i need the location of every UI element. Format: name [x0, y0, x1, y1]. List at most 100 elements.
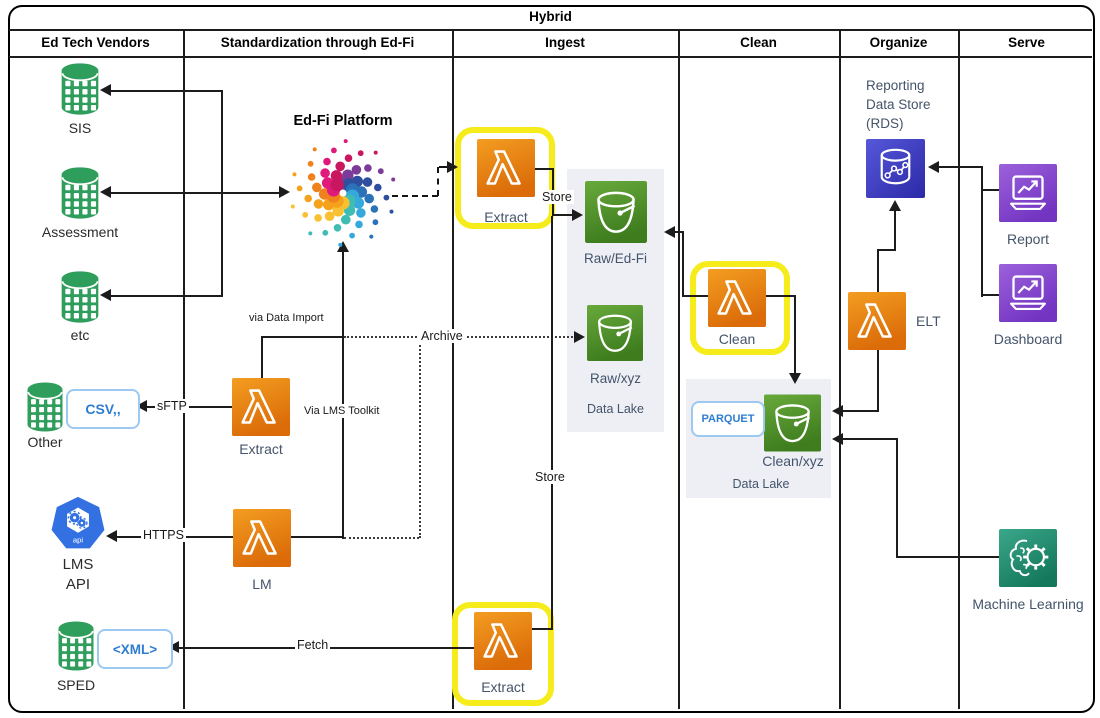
edfi-platform-logo: [290, 139, 396, 247]
connector-clean-write-v: [794, 297, 796, 379]
lms-label: LMS: [62, 556, 94, 573]
connector-elt-up-v1: [894, 210, 896, 251]
connector-clean-read-h2: [684, 295, 708, 297]
connector-archive-dotted-h2: [344, 537, 419, 539]
extract-bottom-label: Extract: [481, 679, 525, 695]
connector-sis: [110, 90, 221, 92]
dashboard-icon: [999, 264, 1057, 322]
arrowhead-to-edfi-bottom: [337, 241, 349, 252]
arrowhead-to-edfi-platform: [279, 186, 290, 198]
lane-header-standardization: Standardization through Ed-Fi: [220, 35, 415, 50]
xml-badge: <XML>: [97, 629, 173, 669]
connector-sftp: [146, 406, 232, 408]
via-lms-toolkit-label: Via LMS Toolkit: [302, 404, 382, 418]
arrowhead-to-sis: [100, 84, 111, 96]
lane-header-ingest: Ingest: [545, 35, 585, 50]
other-label: Other: [27, 434, 63, 450]
arrowhead-to-etc: [100, 289, 111, 301]
connector-elt-up-v2: [877, 251, 879, 293]
lane-divider-5: [958, 29, 960, 709]
data-lake-raw-label: Data Lake: [587, 402, 644, 416]
arrowhead-to-rds-bottom: [889, 200, 901, 211]
sped-label: SPED: [56, 677, 96, 693]
rds-icon: [866, 139, 925, 198]
connector-etc: [110, 295, 221, 297]
arrowhead-elt-to-clean-xyz: [832, 405, 843, 417]
raw-edfi-label: Raw/Ed-Fi: [583, 251, 647, 266]
arrowhead-to-ingest-extract: [447, 161, 458, 173]
connector-elt-down-h: [842, 410, 879, 412]
lane-divider-4: [839, 29, 841, 709]
connector-dashboard-stub: [983, 294, 999, 296]
connector-edfi-extract-dashed-3: [439, 166, 451, 168]
connector-clean-write-h: [766, 295, 796, 297]
connector-serve-collector: [981, 166, 983, 297]
lms-api-icon: [48, 494, 108, 554]
lane-header-clean: Clean: [740, 35, 777, 50]
arrowhead-to-csv: [136, 400, 147, 412]
clean-lambda-icon: [708, 269, 766, 327]
highlight-clean: [690, 261, 790, 355]
arrowhead-to-assessment: [100, 186, 111, 198]
connector-extract-riser-v: [261, 336, 263, 378]
arrowhead-to-raw-xyz: [574, 331, 585, 343]
connector-store-h1: [535, 168, 554, 170]
connector-elt-up-h: [877, 249, 896, 251]
etc-database-icon: [58, 270, 102, 324]
arrowhead-to-rds-right: [928, 161, 939, 173]
connector-edfi-extract-dashed-2: [437, 167, 439, 196]
api-label: API: [65, 576, 91, 593]
lane-divider-1: [183, 29, 185, 709]
raw-edfi-bucket-icon: [585, 181, 647, 243]
report-icon: [999, 164, 1057, 222]
diagram-title: Hybrid: [529, 9, 572, 24]
arrowhead-to-raw-lake: [664, 226, 675, 238]
connector-store-h2: [554, 214, 572, 216]
clean-lambda-label: Clean: [718, 331, 756, 347]
arrowhead-to-lms-api: [106, 530, 117, 542]
arrowhead-ml-to-clean-xyz: [832, 433, 843, 445]
extract-lambda-icon-ingest-bottom: [474, 612, 532, 670]
raw-xyz-label: Raw/xyz: [589, 371, 641, 386]
lm-label: LM: [252, 576, 272, 592]
rds-title: Reporting Data Store (RDS): [866, 78, 931, 131]
connector-data-import-vertical: [342, 251, 344, 539]
parquet-badge: PARQUET: [691, 401, 765, 437]
arrowhead-to-xml: [168, 641, 179, 653]
arrowhead-to-raw-edfi: [572, 209, 583, 221]
connector-report-stub: [983, 189, 999, 191]
diagram-border: [8, 5, 1095, 713]
highlight-extract-bottom: [452, 602, 554, 706]
machine-learning-label: Machine Learning: [972, 596, 1084, 612]
connector-ml-h1: [897, 556, 999, 558]
connector-store-bottom-stub: [532, 628, 553, 630]
lm-lambda-icon: [233, 509, 291, 567]
raw-xyz-bucket-icon: [587, 304, 643, 362]
lane-divider-2: [452, 29, 454, 709]
assessment-label: Assessment: [41, 224, 119, 240]
https-label: HTTPS: [141, 528, 186, 542]
arrowhead-to-clean-xyz-top: [789, 373, 801, 384]
lane-header-serve: Serve: [1008, 35, 1045, 50]
connector-clean-read-v: [682, 231, 684, 297]
connector-store-long-vertical: [551, 216, 553, 630]
sis-label: SIS: [68, 120, 92, 136]
assessment-database-icon: [58, 166, 102, 220]
connector-ml-h2: [842, 438, 898, 440]
connector-ml-v: [896, 438, 898, 558]
connector-vendor-collector: [221, 90, 223, 297]
title-separator: [9, 29, 1092, 31]
extract-lambda-icon-standardization: [232, 378, 290, 436]
clean-xyz-bucket-icon: [764, 394, 821, 452]
elt-lambda-icon: [848, 292, 906, 350]
other-database-icon: [24, 381, 66, 433]
sped-database-icon: [55, 620, 97, 672]
elt-label: ELT: [916, 313, 941, 329]
lane-divider-3: [678, 29, 680, 709]
lane-header-ed-tech-vendors: Ed Tech Vendors: [41, 35, 150, 50]
extract-label-standardization: Extract: [239, 441, 283, 457]
connector-assessment-edfi: [110, 192, 286, 194]
connector-archive-dotted-v: [419, 338, 421, 538]
extract-top-label: Extract: [484, 209, 528, 225]
